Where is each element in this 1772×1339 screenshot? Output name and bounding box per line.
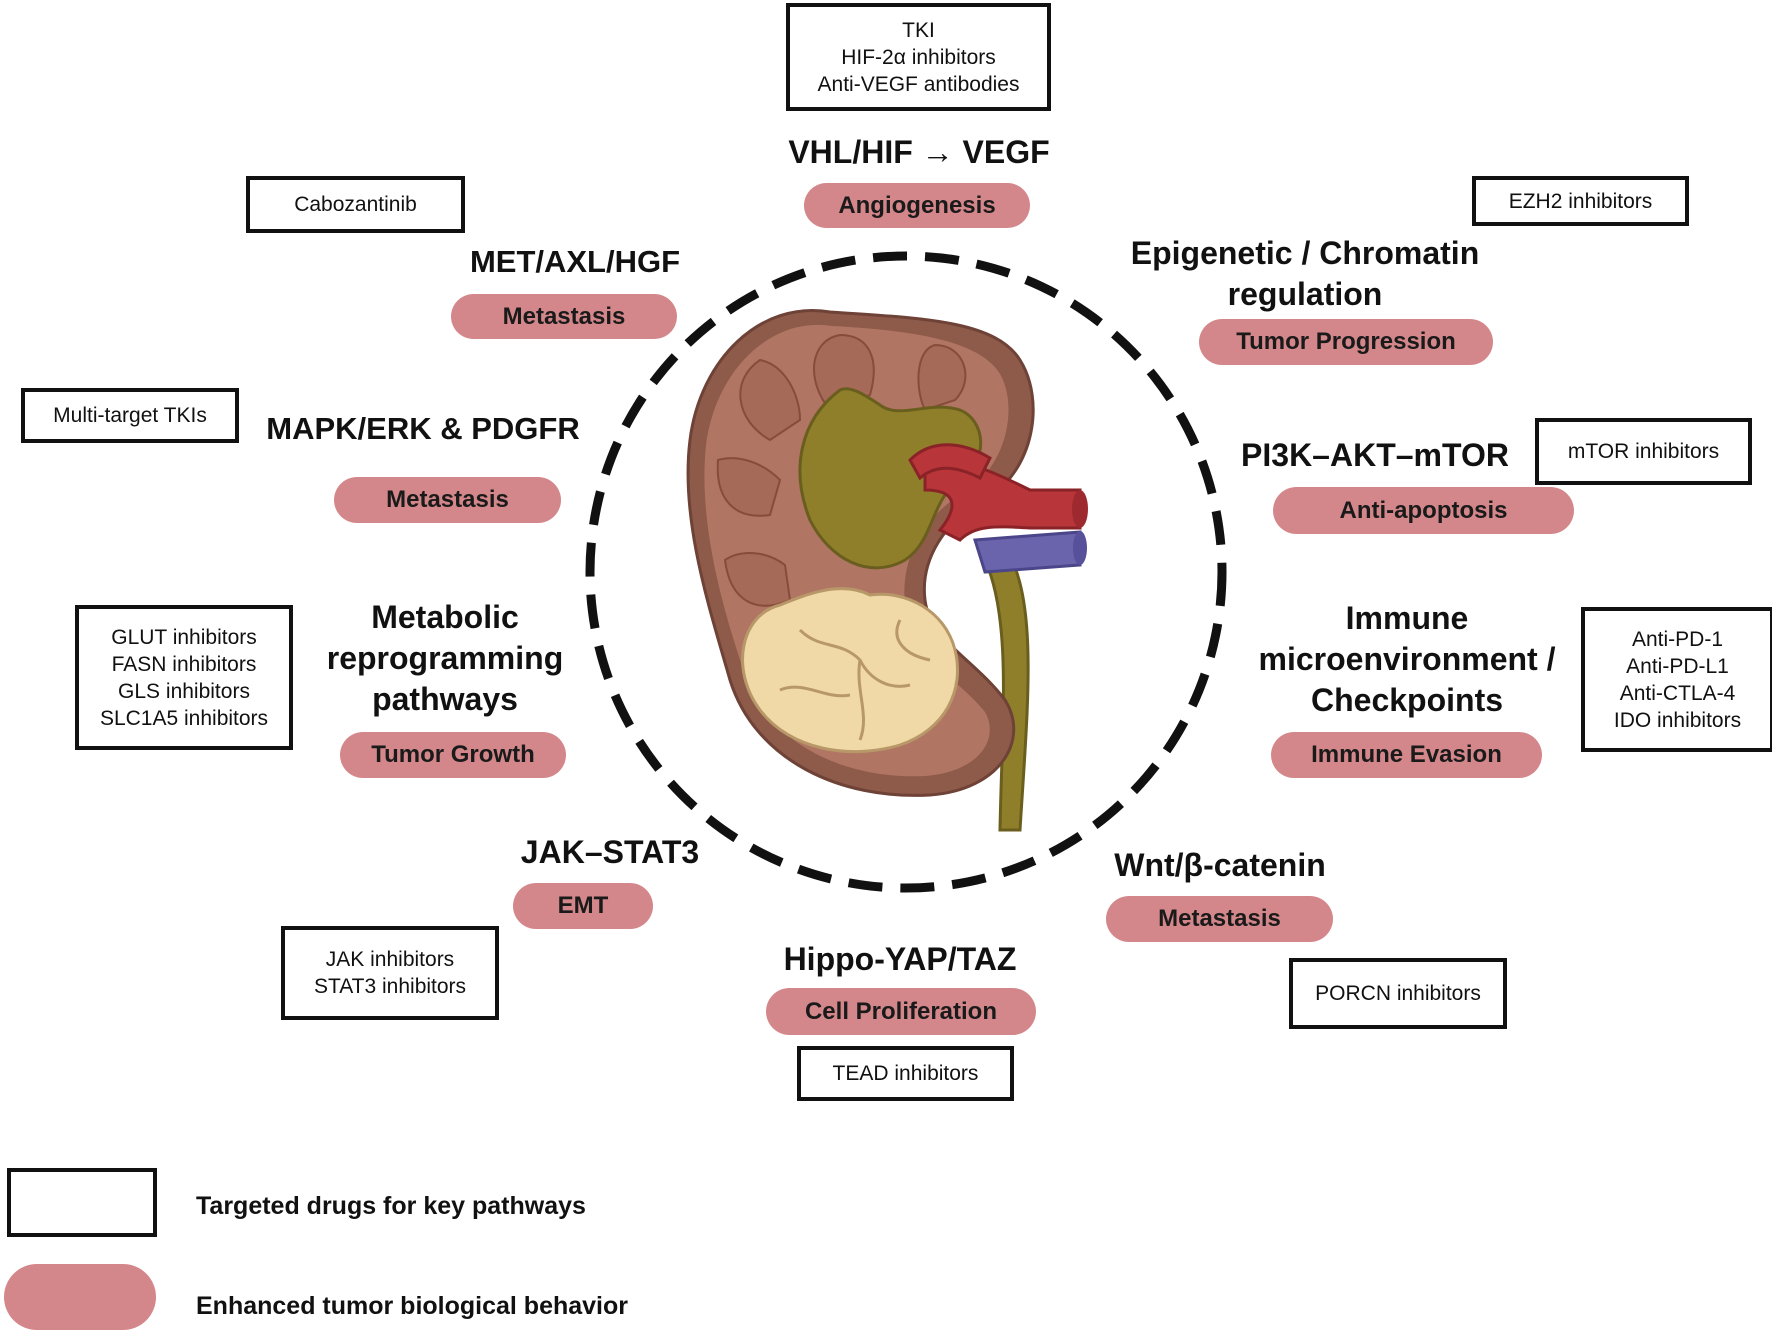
drug-anti-ctla-4: Anti-CTLA-4 xyxy=(1619,681,1736,705)
legend-drug-box-label: Targeted drugs for key pathways xyxy=(196,1192,586,1220)
behavior-pill-emt: EMT xyxy=(513,883,653,929)
drug-stat3-inhibitors: STAT3 inhibitors xyxy=(313,975,467,998)
drug-box-met: Cabozantinib xyxy=(246,176,465,233)
behavior-pill-angiogenesis: Angiogenesis xyxy=(804,183,1030,228)
behavior-pill-anti-apoptosis: Anti-apoptosis xyxy=(1273,487,1574,534)
pathway-title-immune-line-1: Immune xyxy=(1345,600,1469,636)
pathway-title-metabolic-line-3: pathways xyxy=(372,681,518,717)
drug-slc1a5-inhibitors: SLC1A5 inhibitors xyxy=(99,706,269,730)
pathway-title-metabolic: Metabolic reprogramming pathways xyxy=(310,597,580,720)
drug-jak-inhibitors: JAK inhibitors xyxy=(325,948,455,971)
pathway-title-jak: JAK–STAT3 xyxy=(520,834,700,870)
pathway-title-epi-line-1: Epigenetic / Chromatin xyxy=(1130,235,1480,271)
behavior-pill-metastasis-wnt: Metastasis xyxy=(1106,896,1333,942)
pathway-title-mapk: MAPK/ERK & PDGFR xyxy=(266,411,580,446)
drug-box-wnt: PORCN inhibitors xyxy=(1289,958,1507,1029)
behavior-pill-tumor-growth: Tumor Growth xyxy=(340,732,566,778)
drug-box-mapk: Multi-target TKIs xyxy=(21,388,239,443)
drug-ido-inhibitors: IDO inhibitors xyxy=(1613,708,1742,732)
pathway-title-epi-line-2: regulation xyxy=(1227,276,1383,312)
drug-box-epi: EZH2 inhibitors xyxy=(1472,176,1689,226)
drug-glut-inhibitors: GLUT inhibitors xyxy=(111,625,257,649)
behavior-pill-metastasis-met: Metastasis xyxy=(451,294,677,339)
pathway-title-met: MET/AXL/HGF xyxy=(469,244,681,279)
pathway-title-immune-line-3: Checkpoints xyxy=(1310,682,1504,718)
drug-porcn-inhibitors: PORCN inhibitors xyxy=(1315,982,1481,1005)
behavior-pill-immune-evasion: Immune Evasion xyxy=(1271,732,1542,778)
drug-tead-inhibitors: TEAD inhibitors xyxy=(832,1062,979,1085)
pathway-title-pi3k: PI3K–AKT–mTOR xyxy=(1241,437,1509,473)
pathway-title-metabolic-line-1: Metabolic xyxy=(371,599,519,635)
drug-box-vhl: TKI HIF-2α inhibitors Anti-VEGF antibodi… xyxy=(786,3,1051,111)
pathway-title-wnt: Wnt/β-catenin xyxy=(1114,847,1326,883)
pathway-title-immune-line-2: microenvironment / xyxy=(1258,641,1556,677)
drug-mtor-inhibitors: mTOR inhibitors xyxy=(1567,440,1720,463)
drug-cabozantinib: Cabozantinib xyxy=(294,193,417,216)
drug-box-pi3k: mTOR inhibitors xyxy=(1535,418,1752,485)
legend-pill-label: Enhanced tumor biological behavior xyxy=(196,1292,629,1320)
drug-hif2a-inhibitors: HIF-2α inhibitors xyxy=(841,45,996,69)
drug-tki: TKI xyxy=(902,18,935,42)
legend-pill-swatch xyxy=(4,1264,156,1330)
drug-box-immune: Anti-PD-1 Anti-PD-L1 Anti-CTLA-4 IDO inh… xyxy=(1581,607,1772,752)
drug-anti-pd-1: Anti-PD-1 xyxy=(1631,627,1724,651)
legend-drug-box-swatch xyxy=(7,1168,157,1237)
drug-anti-vegf: Anti-VEGF antibodies xyxy=(817,72,1020,96)
behavior-pill-cell-proliferation: Cell Proliferation xyxy=(766,988,1036,1035)
pathway-title-epi: Epigenetic / Chromatin regulation xyxy=(1110,233,1500,315)
drug-box-hippo: TEAD inhibitors xyxy=(797,1046,1014,1101)
pathway-title-hippo: Hippo-YAP/TAZ xyxy=(783,941,1017,977)
behavior-pill-tumor-progression: Tumor Progression xyxy=(1199,319,1493,365)
drug-anti-pd-l1: Anti-PD-L1 xyxy=(1626,654,1729,678)
kidney-icon xyxy=(686,309,1088,832)
pathway-title-vhl: VHL/HIF → VEGF xyxy=(788,134,1050,170)
drug-fasn-inhibitors: FASN inhibitors xyxy=(111,652,257,676)
dashed-boundary-circle xyxy=(585,251,1227,893)
drug-gls-inhibitors: GLS inhibitors xyxy=(118,679,250,703)
pathway-title-immune: Immune microenvironment / Checkpoints xyxy=(1237,598,1577,721)
pathway-title-metabolic-line-2: reprogramming xyxy=(326,640,564,676)
drug-box-metabolic: GLUT inhibitors FASN inhibitors GLS inhi… xyxy=(75,605,293,750)
drug-box-jak: JAK inhibitors STAT3 inhibitors xyxy=(281,926,499,1020)
drug-ezh2-inhibitors: EZH2 inhibitors xyxy=(1508,189,1653,213)
behavior-pill-metastasis-mapk: Metastasis xyxy=(334,477,561,523)
drug-multi-target-tkis: Multi-target TKIs xyxy=(53,404,207,427)
